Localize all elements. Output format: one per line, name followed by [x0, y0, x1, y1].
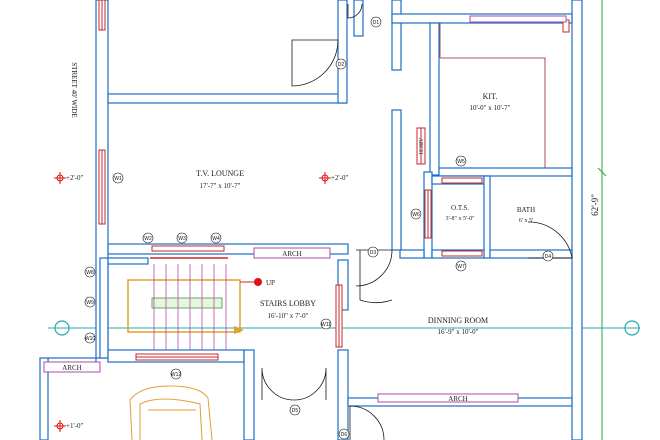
ots-size: 3'-8" x 5'-0"	[445, 216, 475, 222]
doors	[261, 3, 573, 440]
level-marker-center	[319, 172, 331, 184]
arch-left-label: ARCH	[62, 364, 81, 372]
tag-w12: W12	[170, 368, 182, 380]
arch-dining-label: ARCH	[448, 395, 467, 403]
svg-text:W10: W10	[85, 336, 96, 342]
stairs-lobby-size: 16'-10" x 7'-0"	[268, 312, 309, 320]
tag-d3: D3	[367, 246, 379, 258]
car-outline	[129, 385, 213, 440]
tag-w1: W1	[112, 172, 124, 184]
tag-d4: D4	[542, 250, 554, 262]
svg-text:W3: W3	[178, 236, 186, 242]
tag-w8: W8	[84, 266, 96, 278]
staircase	[127, 257, 256, 350]
svg-text:D1: D1	[373, 20, 380, 26]
grid-line	[48, 320, 640, 336]
bath-name: BATH	[517, 206, 535, 214]
tv-lounge-size: 17'-7" x 10'-7"	[200, 182, 241, 190]
arch-kitchen-label: ARCH	[417, 138, 423, 155]
kitchen-name: KIT.	[483, 92, 498, 101]
overall-dimension-label: 62'-9"	[590, 194, 600, 216]
up-marker	[254, 278, 262, 286]
tag-w4: W4	[210, 232, 222, 244]
stairs-lobby-name: STAIRS LOBBY	[260, 299, 316, 308]
svg-text:W11: W11	[321, 322, 331, 328]
level-bottom-label: +1'-0"	[66, 422, 84, 430]
svg-text:D5: D5	[292, 408, 299, 414]
dining-room-size: 16'-9" x 10'-0"	[438, 328, 479, 336]
kitchen-size: 10'-0" x 10'-7"	[470, 104, 511, 112]
tag-w7: W7	[455, 260, 467, 272]
tag-w2: W2	[142, 232, 154, 244]
arches	[43, 15, 567, 403]
svg-text:W7: W7	[457, 264, 465, 270]
ots-name: O.T.S.	[451, 204, 469, 212]
tag-d2: D2	[335, 58, 347, 70]
street-label: STREET 40' WIDE	[70, 62, 78, 117]
kitchen-counter	[439, 23, 546, 168]
svg-text:D4: D4	[545, 254, 552, 260]
tag-w6: W6	[410, 208, 422, 220]
level-marker-bottom	[54, 420, 66, 432]
svg-text:W9: W9	[86, 300, 94, 306]
svg-text:D6: D6	[341, 432, 348, 438]
up-label: UP	[266, 279, 275, 287]
tag-w9: W9	[84, 296, 96, 308]
windows	[98, 0, 570, 361]
dining-room-name: DINNING ROOM	[428, 316, 488, 325]
tag-d6: D6	[338, 428, 350, 440]
overall-dimension-line	[597, 0, 607, 440]
tag-w5: W5	[455, 155, 467, 167]
bath-size: 6' x 5'	[519, 218, 533, 224]
level-left-label: +2'-0"	[66, 174, 84, 182]
svg-text:W5: W5	[457, 159, 465, 165]
tag-d5: D5	[289, 404, 301, 416]
svg-text:W8: W8	[86, 270, 94, 276]
tag-d1: D1	[370, 16, 382, 28]
arch-lounge-label: ARCH	[282, 250, 301, 258]
svg-text:D3: D3	[370, 250, 377, 256]
svg-text:W2: W2	[144, 236, 152, 242]
tag-w10: W10	[84, 332, 96, 344]
level-center-label: +2'-0"	[331, 174, 349, 182]
svg-text:W6: W6	[412, 212, 420, 218]
svg-text:W4: W4	[212, 236, 220, 242]
level-marker-left	[54, 172, 66, 184]
tag-w11: W11	[320, 318, 332, 330]
tv-lounge-name: T.V. LOUNGE	[196, 169, 244, 178]
svg-text:W1: W1	[114, 176, 122, 182]
svg-text:W12: W12	[171, 372, 182, 378]
svg-text:D2: D2	[338, 62, 345, 68]
tag-w3: W3	[176, 232, 188, 244]
